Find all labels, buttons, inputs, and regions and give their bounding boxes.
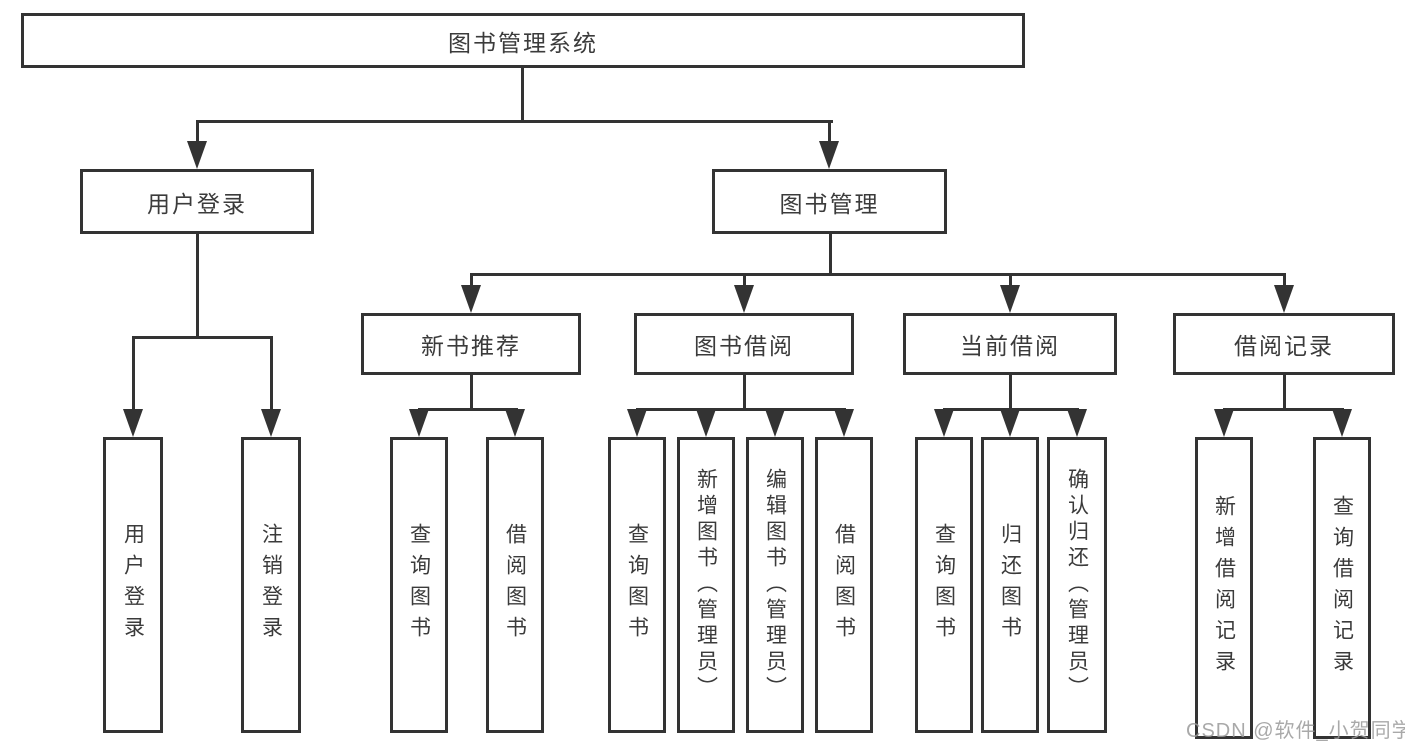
arrow-down-icon [505, 409, 525, 437]
node-label: 查询图书 [932, 523, 956, 647]
connector-line [1283, 273, 1286, 288]
node-label: 用户登录 [121, 523, 145, 647]
connector-line [1009, 375, 1012, 410]
arrow-down-icon [1332, 409, 1352, 437]
connector-line [470, 273, 473, 288]
node-label: 查询图书 [407, 523, 431, 647]
connector-line [270, 336, 273, 410]
connector-line [828, 120, 831, 146]
arrow-down-icon [1000, 285, 1020, 313]
node-label: 借阅图书 [832, 523, 856, 647]
leaf-borrow-books-recommend: 借阅图书 [486, 437, 544, 733]
node-label: 新增借阅记录 [1212, 495, 1236, 681]
connector-line [196, 234, 199, 337]
connector-line [521, 68, 524, 122]
node-label: 编辑图书（管理员） [763, 468, 787, 702]
connector-line [132, 336, 272, 339]
node-book-management: 图书管理 [712, 169, 947, 234]
watermark: CSDN @软件_小贺同学 [1186, 720, 1405, 742]
connector-line [418, 408, 518, 411]
node-label: 新书推荐 [421, 333, 521, 359]
leaf-add-borrow-record: 新增借阅记录 [1195, 437, 1253, 739]
arrow-down-icon [734, 285, 754, 313]
node-label: 查询图书 [625, 523, 649, 647]
node-label: 借阅记录 [1234, 333, 1334, 359]
connector-line [1223, 408, 1344, 411]
node-label: 用户登录 [147, 190, 247, 217]
arrow-down-icon [123, 409, 143, 437]
leaf-edit-book-admin: 编辑图书（管理员） [746, 437, 804, 733]
arrow-down-icon [261, 409, 281, 437]
node-book-borrow: 图书借阅 [634, 313, 854, 375]
connector-line [196, 120, 199, 146]
leaf-confirm-return-admin: 确认归还（管理员） [1047, 437, 1107, 733]
connector-line [743, 375, 746, 410]
leaf-query-books-current: 查询图书 [915, 437, 973, 733]
arrow-down-icon [409, 409, 429, 437]
node-current-borrow: 当前借阅 [903, 313, 1117, 375]
leaf-user-login: 用户登录 [103, 437, 163, 733]
arrow-down-icon [1274, 285, 1294, 313]
node-new-book-recommend: 新书推荐 [361, 313, 581, 375]
node-label: 归还图书 [998, 523, 1022, 647]
connector-line [1009, 273, 1012, 288]
arrow-down-icon [461, 285, 481, 313]
connector-line [636, 408, 846, 411]
node-label: 图书管理 [779, 190, 880, 217]
connector-line [132, 336, 135, 410]
arrow-down-icon [627, 409, 647, 437]
node-user-login: 用户登录 [80, 169, 314, 234]
connector-line [743, 273, 746, 288]
leaf-logout: 注销登录 [241, 437, 301, 733]
arrow-down-icon [187, 141, 207, 169]
arrow-down-icon [934, 409, 954, 437]
leaf-query-books-borrow: 查询图书 [608, 437, 666, 733]
connector-line [1283, 375, 1286, 410]
connector-line [829, 234, 832, 275]
node-label: 确认归还（管理员） [1065, 468, 1089, 702]
connector-line [470, 273, 1286, 276]
arrow-down-icon [819, 141, 839, 169]
node-label: 当前借阅 [960, 333, 1060, 359]
arrow-down-icon [1000, 409, 1020, 437]
arrow-down-icon [696, 409, 716, 437]
node-label: 新增图书（管理员） [694, 468, 718, 702]
arrow-down-icon [765, 409, 785, 437]
arrow-down-icon [1067, 409, 1087, 437]
leaf-add-book-admin: 新增图书（管理员） [677, 437, 735, 733]
leaf-return-book: 归还图书 [981, 437, 1039, 733]
arrow-down-icon [834, 409, 854, 437]
node-label: 借阅图书 [503, 523, 527, 647]
connector-line [470, 375, 473, 410]
connector-line [196, 120, 833, 123]
leaf-borrow-books-borrow: 借阅图书 [815, 437, 873, 733]
node-borrow-records: 借阅记录 [1173, 313, 1395, 375]
node-label: 图书借阅 [694, 333, 794, 359]
node-label: 注销登录 [259, 523, 283, 647]
node-label: 查询借阅记录 [1330, 495, 1354, 681]
leaf-query-books-recommend: 查询图书 [390, 437, 448, 733]
arrow-down-icon [1214, 409, 1234, 437]
node-label: 图书管理系统 [448, 29, 598, 56]
node-root: 图书管理系统 [21, 13, 1025, 68]
leaf-query-borrow-record: 查询借阅记录 [1313, 437, 1371, 739]
